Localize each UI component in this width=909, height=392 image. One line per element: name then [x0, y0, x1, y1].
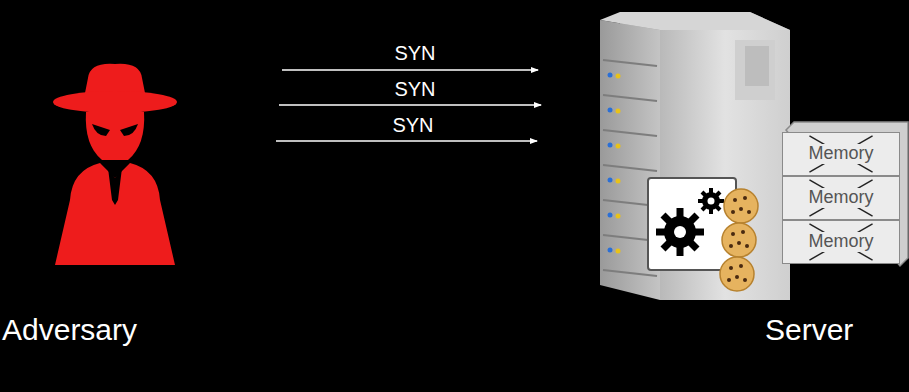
memory-label: Memory — [806, 144, 875, 164]
memory-box: Memory — [782, 132, 900, 176]
memory-box: Memory — [782, 220, 900, 264]
syn-label: SYN — [394, 78, 435, 100]
actor-label: Adversary — [2, 313, 137, 346]
gear-symbol — [656, 188, 724, 256]
server-icon — [600, 12, 908, 300]
memory-box: Memory — [782, 176, 900, 220]
memory-label: Memory — [806, 188, 875, 208]
syn-label: SYN — [392, 114, 433, 136]
syn-label: SYN — [394, 42, 435, 64]
actor-label: Server — [765, 313, 853, 346]
syn-arrows — [276, 70, 541, 141]
memory-label: Memory — [806, 232, 875, 252]
adversary-icon — [53, 64, 177, 265]
cookie-icons — [720, 189, 758, 291]
